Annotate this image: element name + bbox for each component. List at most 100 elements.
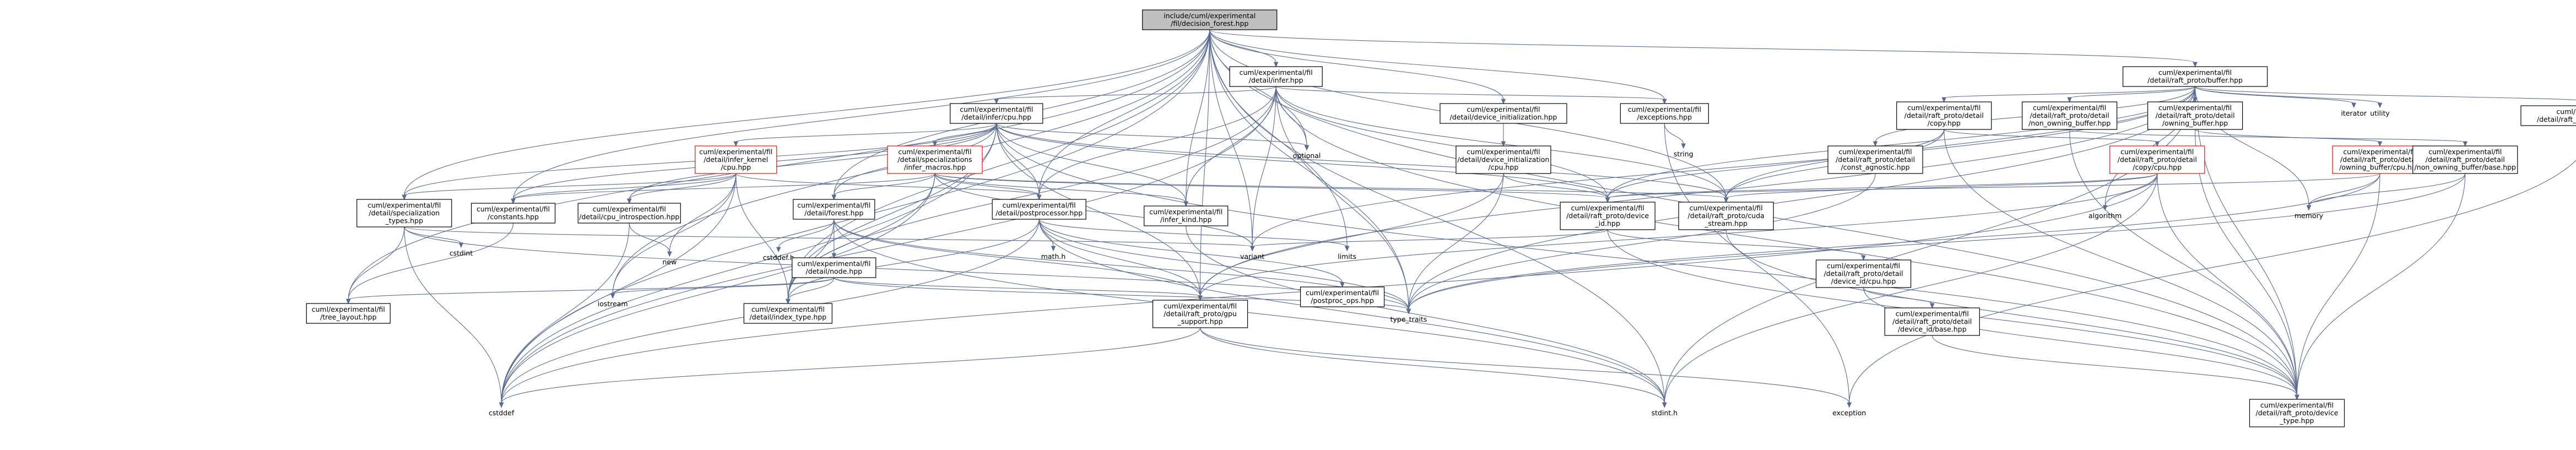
node-label: _types.hpp	[385, 216, 424, 225]
node-label: cuml/experimental/fil	[1306, 289, 1379, 297]
edge-infer-to-device-type	[1275, 86, 2299, 400]
node-devid-cpu[interactable]: cuml/experimental/fil/detail/raft_proto/…	[1816, 259, 1912, 288]
node-label: /detail/raft_proto/detail	[1892, 317, 1972, 326]
node-box	[1896, 101, 1992, 130]
node-non-owning[interactable]: cuml/experimental/fil/detail/raft_proto/…	[2022, 101, 2118, 130]
node-tree-layout[interactable]: cuml/experimental/fil/tree_layout.hpp	[306, 303, 391, 324]
node-copy-cpu[interactable]: cuml/experimental/fil/detail/raft_proto/…	[2109, 145, 2205, 174]
node-forest[interactable]: cuml/experimental/fil/detail/forest.hpp	[793, 199, 875, 220]
node-box	[2412, 145, 2518, 174]
node-box	[1152, 300, 1248, 328]
node-box	[793, 199, 875, 220]
node-iterator: iterator	[2341, 109, 2367, 117]
node-label: cuml/experimental/fil	[898, 148, 971, 156]
node-label: /detail/index_type.hpp	[750, 313, 827, 321]
node-iostream: iostream	[598, 300, 628, 308]
node-constants[interactable]: cuml/experimental/fil/constants.hpp	[470, 203, 556, 224]
node-label: cuml/experimental/fil	[367, 201, 441, 209]
node-exceptions[interactable]: cuml/experimental/fil/exceptions.hpp	[1620, 103, 1709, 124]
node-label: /owning_buffer.hpp	[2162, 119, 2228, 127]
node-box	[1439, 103, 1567, 124]
node-const-agnostic[interactable]: cuml/experimental/fil/detail/raft_proto/…	[1827, 145, 1923, 174]
node-infer-cpu[interactable]: cuml/experimental/fil/detail/infer/cpu.h…	[950, 103, 1043, 124]
node-postproc-ops[interactable]: cuml/experimental/fil/postproc_ops.hpp	[1300, 286, 1385, 307]
node-box	[792, 257, 876, 278]
node-label: cstddef	[489, 409, 515, 417]
node-label: /detail/postprocessor.hpp	[995, 209, 1083, 217]
edge-gpu-support-to-exception	[1200, 327, 1852, 408]
node-infer[interactable]: cuml/experimental/fil/detail/infer.hpp	[1229, 66, 1323, 87]
edge-raft-buffer-to-stdint-h	[1662, 86, 2196, 408]
node-label: /infer_kind.hpp	[1160, 215, 1211, 224]
edge-postproc-to-stdint-h	[1038, 219, 1667, 408]
node-copy[interactable]: cuml/experimental/fil/detail/raft_proto/…	[1896, 101, 1992, 130]
node-label: /non_owning_buffer/base.hpp	[2415, 163, 2516, 171]
node-gpu-support[interactable]: cuml/experimental/fil/detail/raft_proto/…	[1152, 300, 1248, 328]
node-cstddef: cstddef	[489, 409, 515, 417]
node-owning-cpu[interactable]: cuml/experimental/fil/detail/raft_proto/…	[2332, 145, 2428, 174]
node-dev-init[interactable]: cuml/experimental/fil/detail/device_init…	[1439, 103, 1567, 124]
node-cpu-intro[interactable]: cuml/experimental/fil/detail/cpu_introsp…	[577, 203, 681, 224]
node-type-traits: type_traits	[1390, 315, 1427, 323]
node-label: algorithm	[2088, 212, 2122, 220]
node-label: /detail/device_initialization.hpp	[1450, 113, 1557, 121]
node-label: /detail/raft_proto/device	[1566, 212, 1649, 220]
edge-owning-to-device-type	[2195, 129, 2299, 400]
node-cuda-stream[interactable]: cuml/experimental/fil/detail/raft_proto/…	[1678, 202, 1774, 230]
edge-raft-buffer-to-copy	[1941, 86, 2196, 103]
node-spec-types[interactable]: cuml/experimental/fil/detail/specializat…	[356, 199, 452, 227]
node-raft-buffer[interactable]: cuml/experimental/fil/detail/raft_proto/…	[2123, 66, 2268, 87]
node-infer-kind[interactable]: cuml/experimental/fil/infer_kind.hpp	[1144, 205, 1229, 226]
node-label: cuml/experimental/fil	[1240, 68, 1313, 77]
node-devid-base[interactable]: cuml/experimental/fil/detail/raft_proto/…	[1884, 307, 1980, 336]
node-label: cuml/experimental/fil	[2428, 148, 2502, 156]
edge-root-to-dev-init	[1209, 29, 1506, 105]
node-memory: memory	[2294, 212, 2324, 220]
node-label: cuml/experimental/fil	[2260, 401, 2334, 409]
node-devinit-cpu[interactable]: cuml/experimental/fil/detail/device_init…	[1455, 145, 1551, 174]
node-label: utility	[2370, 109, 2390, 117]
edge-spec-types-to-cstdint	[404, 226, 464, 248]
node-box	[743, 303, 833, 324]
node-kernel-cpu[interactable]: cuml/experimental/fil/detail/infer_kerne…	[695, 145, 777, 174]
node-label: memory	[2294, 212, 2324, 220]
node-postproc[interactable]: cuml/experimental/fil/detail/postprocess…	[992, 199, 1086, 220]
node-label: type_traits	[1390, 315, 1427, 323]
node-box	[1816, 259, 1912, 288]
node-label: cuml/experimental/fil	[2556, 107, 2576, 116]
edge-root-to-constants	[511, 29, 1210, 204]
edge-gpu-support-to-cstddef	[499, 327, 1201, 408]
node-box	[1827, 145, 1923, 174]
edge-dev-init-to-devinit-cpu	[1501, 123, 1506, 147]
node-label: new	[662, 258, 677, 266]
node-label: optional	[1293, 151, 1321, 160]
node-new: new	[662, 258, 677, 266]
node-raft-exc[interactable]: cuml/experimental/fil/detail/raft_proto/…	[2520, 105, 2576, 126]
node-index-type[interactable]: cuml/experimental/fil/detail/index_type.…	[743, 303, 833, 324]
node-node[interactable]: cuml/experimental/fil/detail/node.hpp	[792, 257, 876, 278]
node-non-owning-base[interactable]: cuml/experimental/fil/detail/raft_proto/…	[2412, 145, 2518, 174]
edge-node-to-index-type	[786, 277, 835, 305]
edge-infer-to-exceptions	[1275, 86, 1667, 105]
node-label: cuml/experimental/fil	[1163, 302, 1237, 310]
node-device-id[interactable]: cuml/experimental/fil/detail/raft_proto/…	[1560, 202, 1655, 230]
node-label: /tree_layout.hpp	[320, 313, 376, 321]
node-box	[887, 145, 983, 174]
edge-non-owning-to-non-owning-base	[2069, 129, 2468, 147]
node-label: cuml/experimental/fil	[797, 259, 870, 268]
node-device-type[interactable]: cuml/experimental/fil/detail/raft_proto/…	[2249, 399, 2345, 427]
node-label: _stream.hpp	[1704, 219, 1747, 227]
node-box	[2520, 105, 2576, 126]
node-box	[1300, 286, 1385, 307]
node-spec-macros[interactable]: cuml/experimental/fil/detail/specializat…	[887, 145, 983, 174]
node-utility: utility	[2370, 109, 2390, 117]
node-root[interactable]: include/cuml/experimental/fil/decision_f…	[1142, 9, 1278, 30]
node-stdint-h: stdint.h	[1652, 409, 1678, 417]
edge-infer-to-variant	[1249, 86, 1276, 252]
node-label: /postproc_ops.hpp	[1311, 296, 1374, 305]
node-owning[interactable]: cuml/experimental/fil/detail/raft_proto/…	[2147, 101, 2243, 130]
node-box	[470, 203, 556, 224]
node-label: exception	[1832, 409, 1866, 417]
node-label: /detail/raft_proto/detail	[2426, 155, 2505, 164]
dependency-edges	[346, 29, 2576, 408]
